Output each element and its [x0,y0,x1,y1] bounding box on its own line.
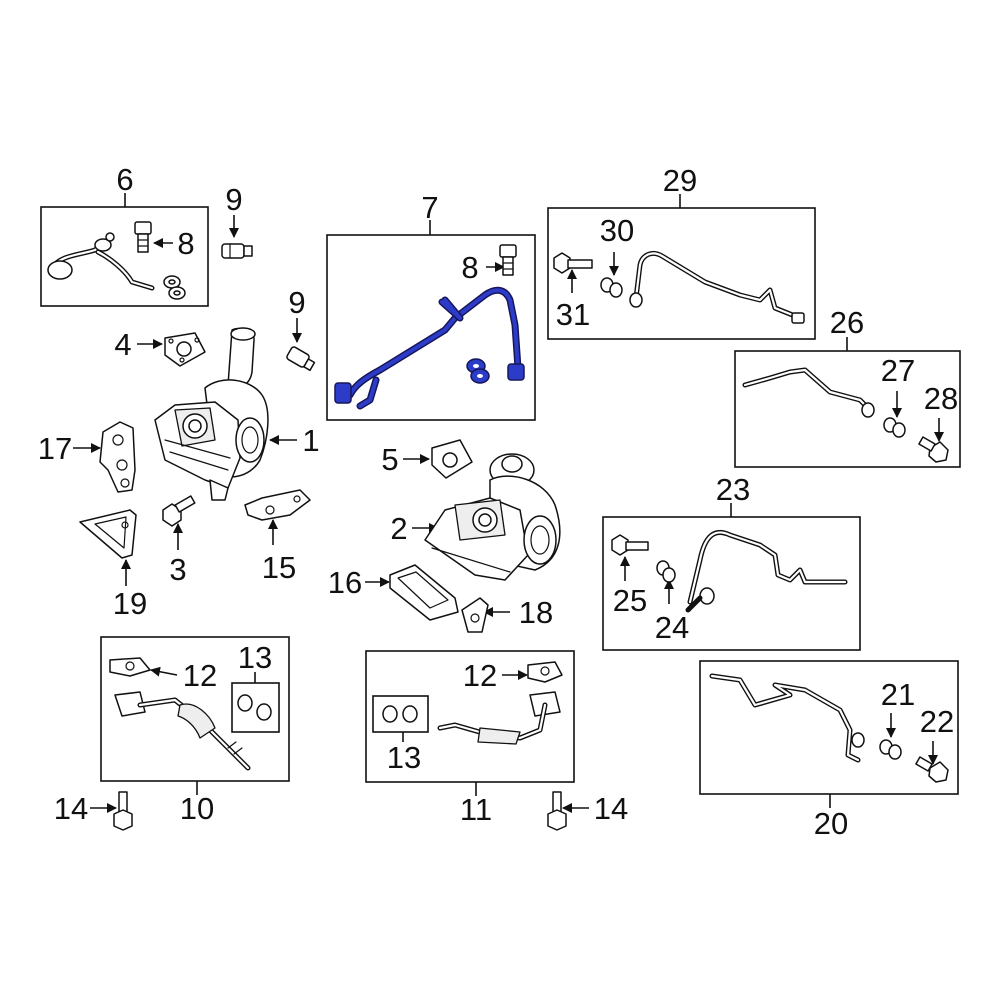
callout-15: 15 [262,550,296,585]
callout-14a: 14 [54,791,88,826]
washers-6 [163,275,186,300]
bolt-3 [162,495,196,527]
bracket-17 [99,421,136,493]
callout-31: 31 [556,297,590,332]
washers-30 [600,277,623,298]
callout-9b: 9 [288,285,305,320]
callout-1: 1 [302,423,319,458]
group-box-10 [100,636,290,782]
callout-12b: 12 [463,658,497,693]
washers-24 [656,560,676,583]
bracket-18 [461,597,489,633]
arrow-12a [150,666,178,677]
callout-13b: 13 [387,740,421,775]
bolt-25 [611,534,649,556]
turbocharger-2 [424,453,561,581]
callout-2: 2 [390,511,407,546]
callout-22: 22 [920,704,954,739]
oil-return-tube-10 [109,657,251,771]
group-box-7 [326,234,536,421]
group-box-29 [547,207,816,340]
washers-27 [883,417,906,438]
callout-11: 11 [460,792,492,827]
bracket-19 [79,509,137,559]
turbocharger-1 [154,327,269,501]
callout-13a: 13 [238,640,272,675]
o-rings-13a [237,694,272,721]
callout-10: 10 [180,791,214,826]
callout-8b: 8 [461,250,478,285]
callout-14b: 14 [594,791,628,826]
coolant-tube-23 [685,529,848,613]
oil-return-tube-11 [437,661,563,745]
callout-17: 17 [38,431,72,466]
callout-27: 27 [881,353,915,388]
callout-29: 29 [663,163,697,198]
callout-7: 7 [421,190,438,225]
callout-30: 30 [600,213,634,248]
bolt-31 [553,252,593,274]
callout-25: 25 [613,583,647,618]
group-box-11 [365,650,575,783]
bolt-28 [918,436,949,463]
callout-4: 4 [114,327,131,362]
callout-9a: 9 [225,182,242,217]
gasket-5 [431,439,473,479]
oil-tube-6 [47,232,155,291]
coolant-tube-26 [742,367,875,418]
callout-20: 20 [814,806,848,841]
group-box-13b [372,695,429,733]
callout-8a: 8 [177,226,194,261]
bolt-22 [915,756,949,783]
sensor-9a [221,243,253,259]
callout-18: 18 [519,595,553,630]
callout-21: 21 [881,677,915,712]
gasket-4 [164,332,206,367]
callout-26: 26 [830,305,864,340]
coolant-tube-20 [709,673,865,763]
stud-14a [113,791,133,831]
oil-tube-7-highlighted [334,286,525,410]
callout-16: 16 [328,565,362,600]
callout-6: 6 [116,162,133,197]
banjo-bolt-8b [499,244,517,276]
callout-5: 5 [381,442,398,477]
callout-3: 3 [169,552,186,587]
sensor-9b [286,346,316,372]
washers-21 [879,739,902,760]
callout-19: 19 [113,586,147,621]
callout-12a: 12 [183,658,217,693]
coolant-tube-29 [629,250,805,324]
group-box-20 [699,660,959,795]
stud-14b [547,791,567,831]
callout-23: 23 [716,472,750,507]
bracket-15 [244,489,311,521]
callout-28: 28 [924,381,958,416]
banjo-bolt-8a [134,221,152,253]
o-rings-13b [382,705,418,723]
callout-24: 24 [655,610,689,645]
heat-shield-16 [389,564,459,621]
